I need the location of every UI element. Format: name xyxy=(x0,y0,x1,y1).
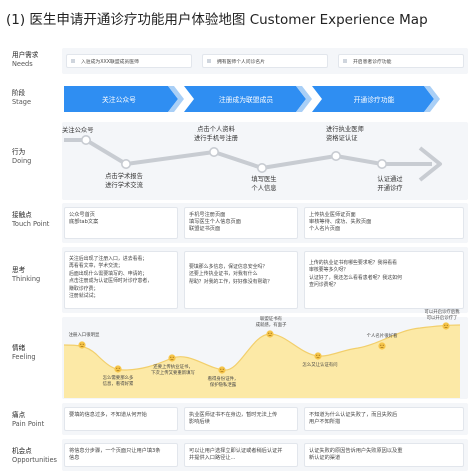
need-item: 入驻成为XXX联盟成员医师 xyxy=(66,54,192,68)
feeling-note-2: 怎么需要那么多 信息，看得好累 xyxy=(102,376,134,387)
doing-step-1: 关注公众号 xyxy=(62,127,94,134)
bullet-icon xyxy=(207,59,211,63)
stage-label-3: 开通诊疗功能 xyxy=(353,96,395,104)
opp-card-2: 可以让用户选择立即认证或者稍后认证并 并提供入口路径让... xyxy=(184,443,298,467)
thinking-card-2: 要填那么多信息，保证信息安全吗？ 还要上传执业证书，对我有什么 帮助？对我的工作… xyxy=(184,251,298,309)
doing-step-4: 填写医生 个人信息 xyxy=(251,176,277,192)
doing-step-6: 认证通过 开通诊疗 xyxy=(377,176,403,192)
doing-step-5: 进行执业医师 资格证认证 xyxy=(326,126,364,142)
touch-card-3: 上传执业医师证页面 审核等待、成功、失败页面 个人名片页面 xyxy=(304,207,464,239)
touch-card-2: 手机号注册页面 填写医生个人信息页面 联盟证书页面 xyxy=(184,207,298,239)
thinking-card-3: 上传的执业证书有哪些要求呢？我得看看 审核要等多久呀？ 认证好了，我还怎么看看患… xyxy=(304,251,464,309)
need-item: 开启患者诊疗功能 xyxy=(338,54,464,68)
touch-card-1: 公众号首页 底部tab文案 xyxy=(64,207,178,239)
feeling-note-3: 还要上传执业证书， 下次上传又要重新填写 xyxy=(151,365,195,376)
stage-label-1: 关注公众号 xyxy=(102,96,136,104)
opp-card-3: 认证失败的原因告诉用户失败原因以及重 新认证的渠道 xyxy=(304,443,464,467)
thinking-card-1: 关注后出现了注册入口，进去看看； 再看看文章，学术交流； 后面出现什么需要填写的… xyxy=(64,251,178,309)
feeling-note-7: 个人名片很好看 xyxy=(366,334,398,339)
page-title: (1) 医生申请开通诊疗功能用户体验地图 Customer Experience… xyxy=(6,12,428,28)
pain-card-1: 要填的信息过多，不知道从何开始 xyxy=(64,407,178,431)
pain-card-2: 执业医师证书不在身边，暂时无法上传 影响后续 xyxy=(184,407,298,431)
stage-label-2: 注册成为联盟成员 xyxy=(218,96,274,104)
feeling-note-4: 看得身份证件， 保护隐私泄露 xyxy=(207,377,239,388)
feeling-note-5: 联盟证书有 成就感，有面子 xyxy=(255,317,287,328)
need-item: 拥有医师个人问诊名片 xyxy=(202,54,328,68)
bullet-icon xyxy=(71,59,75,63)
doing-step-3: 点击个人资料 进行手机号注册 xyxy=(193,126,239,142)
feeling-note-8: 可以开启诊疗后我 可以开启诊疗了 xyxy=(424,310,460,321)
bullet-icon xyxy=(343,59,347,63)
pain-card-3: 不知道为什么认证失败了，而且失败后 用户不知所措 xyxy=(304,407,464,431)
feeling-note-6: 怎么又让认证有问 xyxy=(302,363,338,368)
feeling-note-1: 注册入口很明显 xyxy=(68,333,100,338)
opp-card-1: 将信息分步骤，一个页面只让用户填3条 信息 xyxy=(64,443,178,467)
doing-step-2: 点击学术报告 进行学术交流 xyxy=(105,173,143,189)
